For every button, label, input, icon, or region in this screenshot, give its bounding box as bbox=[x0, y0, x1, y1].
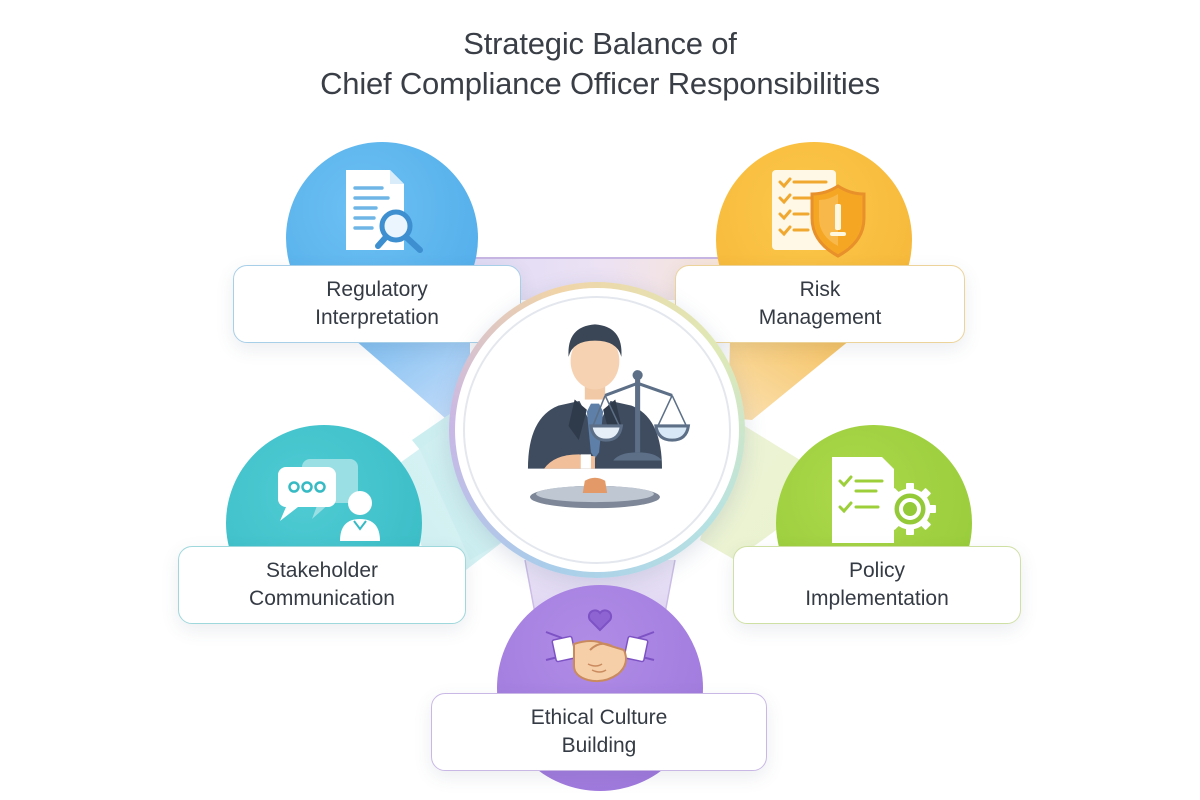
ethical-label-line-1: Ethical Culture bbox=[530, 706, 668, 729]
risk-label-line-1: Risk bbox=[799, 278, 841, 301]
stakeholder-label-line-1: Stakeholder bbox=[265, 559, 379, 582]
diagram-title: Strategic Balance of Chief Compliance Of… bbox=[0, 24, 1200, 104]
policy-label-box: Policy Implementation bbox=[733, 546, 1021, 624]
risk-label-line-2: Management bbox=[758, 306, 882, 329]
title-line-2: Chief Compliance Officer Responsibilitie… bbox=[320, 66, 880, 101]
compliance-officer-with-scales-icon bbox=[527, 324, 691, 509]
chat-person-icon bbox=[278, 459, 380, 541]
title-line-1: Strategic Balance of bbox=[463, 26, 737, 61]
handshake-heart-icon bbox=[545, 609, 655, 683]
document-magnifier-icon bbox=[346, 170, 423, 253]
checklist-shield-icon bbox=[772, 170, 866, 258]
ethical-label-box: Ethical Culture Building bbox=[431, 693, 767, 771]
policy-label-line-1: Policy bbox=[848, 559, 906, 582]
regulatory-label-line-1: Regulatory bbox=[326, 278, 428, 301]
stakeholder-label-line-2: Communication bbox=[249, 587, 395, 610]
center-hub bbox=[449, 282, 745, 578]
regulatory-label-line-2: Interpretation bbox=[315, 306, 439, 329]
checklist-gear-icon bbox=[832, 457, 936, 543]
title-divider bbox=[258, 121, 938, 125]
regulatory-label-box: Regulatory Interpretation bbox=[233, 265, 521, 343]
stakeholder-label-box: Stakeholder Communication bbox=[178, 546, 466, 624]
policy-label-line-2: Implementation bbox=[805, 587, 949, 610]
risk-label-box: Risk Management bbox=[675, 265, 965, 343]
ethical-label-line-2: Building bbox=[561, 734, 637, 757]
